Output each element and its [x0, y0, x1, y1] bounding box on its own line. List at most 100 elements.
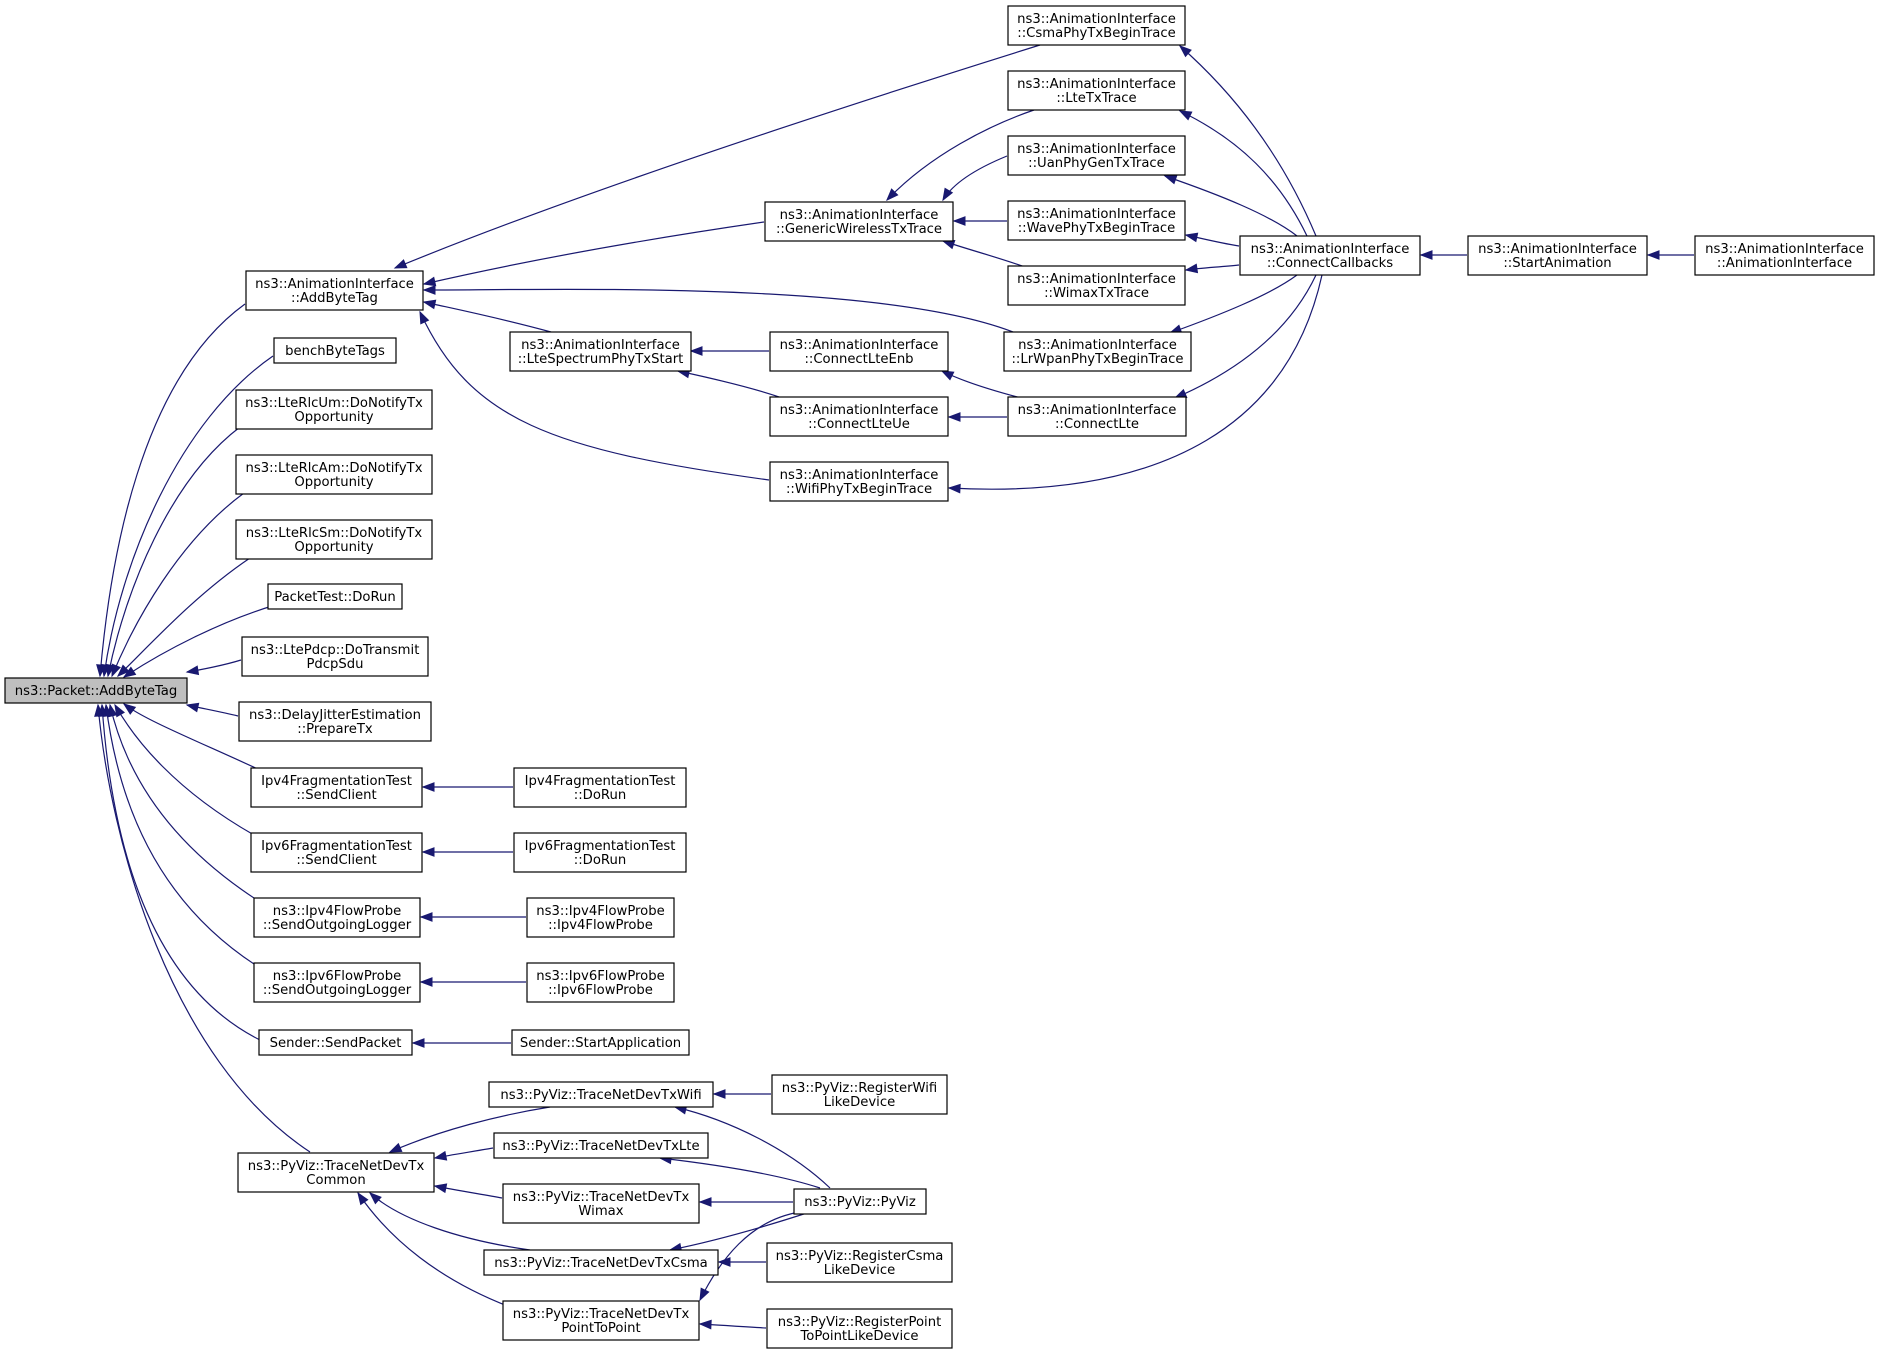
node-box	[267, 583, 403, 610]
node-ltespectrum[interactable]: ns3::AnimationInterface::LteSpectrumPhyT…	[509, 331, 692, 372]
node-label-line: ::LteTxTrace	[1056, 91, 1136, 106]
edge-line	[1179, 110, 1308, 237]
node-box	[1239, 235, 1421, 276]
node-label-line: Ipv6FragmentationTest	[525, 839, 676, 854]
node-label-line: ns3::AnimationInterface	[521, 338, 680, 353]
node-connectcallbacks[interactable]: ns3::AnimationInterface::ConnectCallback…	[1239, 235, 1421, 276]
node-label-line: ns3::PyViz::TraceNetDevTx	[513, 1307, 690, 1322]
node-csmaphytx[interactable]: ns3::AnimationInterface::CsmaPhyTxBeginT…	[1007, 5, 1186, 46]
node-ipv6frag_send[interactable]: Ipv6FragmentationTest::SendClient	[250, 832, 423, 873]
node-label-line: Wimax	[578, 1204, 623, 1219]
node-wavephy[interactable]: ns3::AnimationInterface::WavePhyTxBeginT…	[1007, 200, 1186, 241]
node-ipv4frag_run[interactable]: Ipv4FragmentationTest::DoRun	[513, 767, 687, 808]
edge-rlcum-to-root	[105, 426, 241, 678]
node-uanphygen[interactable]: ns3::AnimationInterface::UanPhyGenTxTrac…	[1007, 135, 1186, 176]
node-label-line: benchByteTags	[285, 344, 385, 359]
node-ltetx[interactable]: ns3::AnimationInterface::LteTxTrace	[1007, 70, 1186, 111]
edge-line	[394, 44, 1041, 269]
edge-arrowhead	[1419, 250, 1433, 260]
node-delayjitter[interactable]: ns3::DelayJitterEstimation::PrepareTx	[238, 701, 432, 742]
call-graph-edges	[94, 44, 1694, 1330]
edge-pv_pyviz-to-pv_p2p	[699, 1211, 801, 1302]
node-ipv4flow_send[interactable]: ns3::Ipv4FlowProbe::SendOutgoingLogger	[253, 897, 421, 938]
node-connectlteue[interactable]: ns3::AnimationInterface::ConnectLteUe	[769, 396, 949, 437]
node-sender_send[interactable]: Sender::SendPacket	[258, 1029, 413, 1056]
node-animationinterface[interactable]: ns3::AnimationInterface::AnimationInterf…	[1694, 235, 1875, 276]
node-label-line: PointToPoint	[561, 1321, 640, 1336]
edge-arrowhead	[947, 483, 961, 494]
node-pv_pyviz[interactable]: ns3::PyViz::PyViz	[793, 1188, 927, 1215]
node-startanimation[interactable]: ns3::AnimationInterface::StartAnimation	[1467, 235, 1648, 276]
node-label-line: ::SendOutgoingLogger	[263, 983, 412, 998]
node-ipv6frag_run[interactable]: Ipv6FragmentationTest::DoRun	[513, 832, 687, 873]
node-label-line: ::WimaxTxTrace	[1044, 286, 1149, 301]
node-label-line: ns3::PyViz::TraceNetDevTxCsma	[494, 1256, 708, 1271]
node-ai_addbytetag[interactable]: ns3::AnimationInterface::AddByteTag	[245, 270, 424, 311]
edge-ipv4frag_run-to-ipv4frag_send	[421, 782, 513, 792]
node-sender_start[interactable]: Sender::StartApplication	[511, 1029, 690, 1056]
node-benchbytetags[interactable]: benchByteTags	[273, 337, 397, 364]
node-connectlteenb[interactable]: ns3::AnimationInterface::ConnectLteEnb	[769, 331, 949, 372]
node-lrwpan[interactable]: ns3::AnimationInterface::LrWpanPhyTxBegi…	[1003, 331, 1192, 372]
node-label-line: ::DoRun	[574, 788, 626, 803]
edge-pyviz_common-to-root	[94, 703, 311, 1153]
node-label-line: ns3::LtePdcp::DoTransmit	[251, 643, 420, 658]
node-box	[245, 270, 424, 311]
edge-line	[942, 240, 1026, 268]
edge-connectlte-to-connectlteue	[947, 412, 1008, 422]
node-box	[502, 1300, 700, 1341]
edge-arrowhead	[1184, 263, 1199, 274]
node-connectlte[interactable]: ns3::AnimationInterface::ConnectLte	[1007, 396, 1187, 437]
node-ipv4flowprobe[interactable]: ns3::Ipv4FlowProbe::Ipv4FlowProbe	[526, 897, 675, 938]
node-label-line: ns3::AnimationInterface	[780, 403, 939, 418]
node-ipv6flowprobe[interactable]: ns3::Ipv6FlowProbe::Ipv6FlowProbe	[526, 962, 675, 1003]
node-label-line: ns3::PyViz::RegisterPoint	[778, 1315, 942, 1330]
node-wifiphytx[interactable]: ns3::AnimationInterface::WifiPhyTxBeginT…	[769, 461, 949, 502]
edge-ipv6frag_run-to-ipv6frag_send	[421, 847, 513, 857]
edge-ipv6frag_send-to-root	[114, 703, 255, 836]
edge-line	[423, 221, 765, 285]
node-label-line: ns3::AnimationInterface	[1018, 403, 1177, 418]
edge-arrowhead	[419, 977, 433, 987]
edge-uanphygen-to-genericwireless	[942, 155, 1008, 202]
node-packettest[interactable]: PacketTest::DoRun	[267, 583, 403, 610]
call-graph-nodes: ns3::Packet::AddByteTag ns3::AnimationInt…	[4, 5, 1875, 1349]
node-label-line: ::SendOutgoingLogger	[263, 918, 412, 933]
node-box	[253, 962, 421, 1003]
node-box	[513, 832, 687, 873]
node-box	[273, 337, 397, 364]
edge-arrowhead	[419, 912, 433, 922]
node-ipv4frag_send[interactable]: Ipv4FragmentationTest::SendClient	[250, 767, 423, 808]
edge-ltespectrum-to-ai_addbytetag	[422, 299, 552, 333]
edge-line	[99, 303, 246, 677]
edge-arrowhead	[689, 346, 703, 356]
edge-arrowhead	[698, 1197, 712, 1207]
edge-lrwpan-to-ai_addbytetag	[422, 285, 1026, 338]
node-label-line: ns3::AnimationInterface	[1017, 272, 1176, 287]
edge-line	[659, 1157, 821, 1189]
node-pv_lte[interactable]: ns3::PyViz::TraceNetDevTxLte	[493, 1132, 709, 1159]
node-ipv6flow_send[interactable]: ns3::Ipv6FlowProbe::SendOutgoingLogger	[253, 962, 421, 1003]
node-label-line: ::CsmaPhyTxBeginTrace	[1017, 26, 1175, 41]
edge-rlcsm-to-root	[116, 557, 251, 677]
node-root[interactable]: ns3::Packet::AddByteTag	[4, 677, 188, 704]
node-pv_csma[interactable]: ns3::PyViz::TraceNetDevTxCsma	[483, 1249, 719, 1276]
node-pv_wifi[interactable]: ns3::PyViz::TraceNetDevTxWifi	[488, 1081, 714, 1108]
node-label-line: ns3::Ipv6FlowProbe	[273, 969, 401, 984]
edge-arrowhead	[942, 187, 954, 202]
node-box	[769, 331, 949, 372]
node-wimaxtx[interactable]: ns3::AnimationInterface::WimaxTxTrace	[1007, 265, 1186, 306]
node-genericwireless[interactable]: ns3::AnimationInterface::GenericWireless…	[764, 201, 954, 242]
node-pv_regp2p[interactable]: ns3::PyViz::RegisterPointToPointLikeDevi…	[766, 1308, 953, 1349]
edge-line	[1179, 45, 1317, 237]
